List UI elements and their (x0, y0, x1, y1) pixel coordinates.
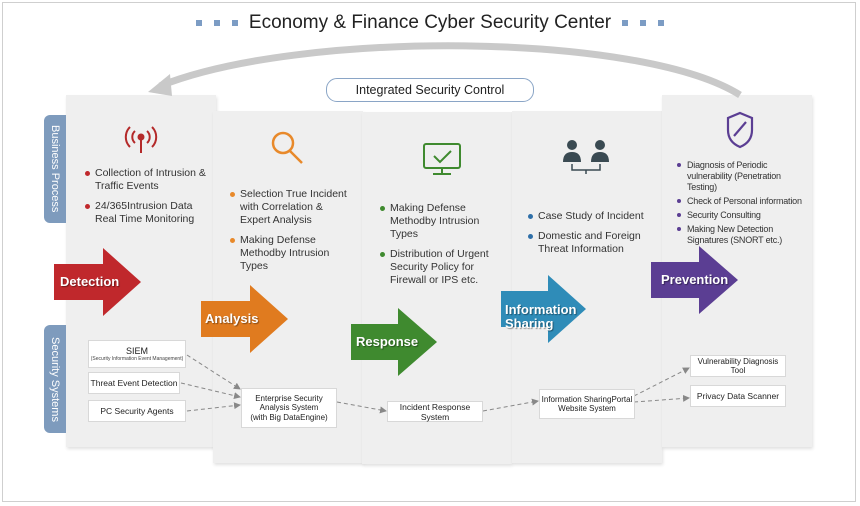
shield-icon (726, 111, 754, 149)
feedback-arrowhead (148, 74, 172, 96)
prevention-label: Prevention (661, 272, 729, 287)
list-item: Check of Personal information (677, 196, 809, 207)
feedback-arc (158, 42, 742, 98)
irs-to-isp-connector (482, 398, 539, 412)
list-item: 24/365Intrusion Data Real Time Monitorin… (85, 200, 210, 226)
list-item: Diagnosis of Periodic vulnerability (Pen… (677, 160, 809, 193)
response-arrow (351, 308, 437, 376)
prevention-bullets: Diagnosis of Periodic vulnerability (Pen… (677, 160, 809, 249)
siem-box: SIEM (Security Information Event Managem… (88, 340, 186, 368)
isp-to-pds-connector (633, 394, 690, 403)
incident-response-system-box: Incident Response System (387, 401, 483, 422)
monitor-check-icon (423, 143, 461, 175)
information-sharing-label: Information Sharing (505, 302, 577, 331)
security-systems-tab: Security Systems (44, 325, 66, 433)
antenna-icon (124, 126, 158, 153)
list-item: Making New Detection Signatures (SNORT e… (677, 224, 809, 246)
business-process-tab: Business Process (44, 115, 66, 223)
threat-event-detection-box: Threat Event Detection (88, 372, 180, 394)
prevention-arrow (651, 246, 738, 314)
list-item: Selection True Incident with Correlation… (230, 188, 352, 227)
privacy-data-scanner-box: Privacy Data Scanner (690, 385, 786, 407)
list-item: Making Defense Methodby Intrusion Types (380, 202, 505, 241)
siem-to-esas-connector (186, 354, 241, 390)
analysis-label: Analysis (205, 311, 259, 326)
isp-to-vdt-connector (633, 367, 690, 397)
information-sharing-portal-box: Information SharingPortal Website System (539, 389, 635, 419)
list-item: Distribution of Urgent Security Policy f… (380, 248, 505, 287)
response-bullets: Making Defense Methodby Intrusion Types … (380, 202, 505, 294)
detection-bullets: Collection of Intrusion & Traffic Events… (85, 167, 210, 233)
pc-security-agents-box: PC Security Agents (88, 400, 186, 422)
vulnerability-diagnosis-tool-box: Vulnerability Diagnosis Tool (690, 355, 786, 377)
people-share-icon (563, 140, 609, 174)
detection-arrow (54, 248, 141, 316)
enterprise-security-analysis-box: Enterprise Security Analysis System (wit… (241, 388, 337, 428)
magnifier-icon (271, 131, 303, 164)
list-item: Security Consulting (677, 210, 809, 221)
detection-label: Detection (60, 274, 120, 289)
list-item: Case Study of Incident (528, 210, 653, 223)
list-item: Domestic and Foreign Threat Information (528, 230, 653, 256)
information-sharing-bullets: Case Study of Incident Domestic and Fore… (528, 210, 653, 263)
information-sharing-arrow (501, 275, 586, 343)
title-square (195, 19, 202, 26)
diagram-title: Economy & Finance Cyber Security Center (0, 12, 860, 34)
response-label: Response (356, 334, 419, 349)
analysis-bullets: Selection True Incident with Correlation… (230, 188, 352, 280)
integrated-security-control-banner: Integrated Security Control (326, 78, 534, 102)
threat-to-esas-connector (180, 382, 241, 400)
list-item: Making Defense Methodby Intrusion Types (230, 234, 352, 273)
list-item: Collection of Intrusion & Traffic Events (85, 167, 210, 193)
pc-to-esas-connector (186, 402, 241, 412)
esas-to-irs-connector (336, 401, 387, 414)
analysis-arrow (201, 285, 288, 353)
